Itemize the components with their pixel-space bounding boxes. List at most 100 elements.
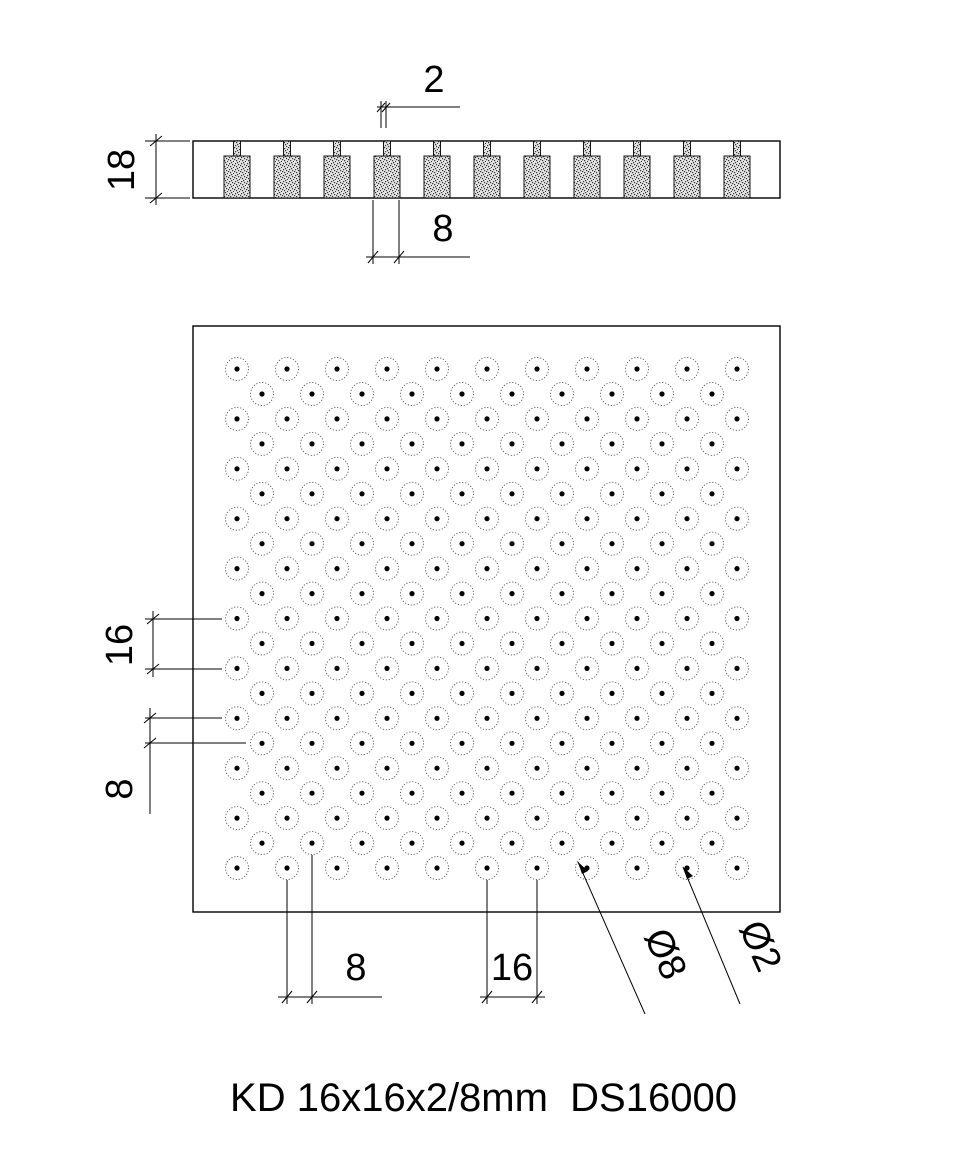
dim-slot-width: 2	[376, 59, 460, 128]
hole	[675, 456, 699, 481]
hole	[225, 706, 249, 731]
hole	[400, 731, 424, 756]
hole	[575, 856, 599, 880]
hole	[400, 681, 424, 706]
hole	[225, 506, 249, 531]
hole	[550, 581, 574, 606]
hole	[375, 806, 399, 831]
hole	[500, 631, 524, 656]
hole	[425, 706, 449, 731]
hole	[475, 656, 499, 681]
hole	[350, 581, 374, 606]
dim-col-half-offset: 8	[278, 855, 382, 1004]
plug	[323, 140, 351, 199]
hole	[675, 357, 699, 381]
hole	[375, 406, 399, 431]
hole	[675, 556, 699, 581]
hole	[475, 806, 499, 831]
hole	[525, 456, 549, 481]
hole	[500, 681, 524, 706]
dim-slot-width-label: 2	[423, 59, 444, 101]
dim-hole-diameter-label: Ø2	[730, 914, 789, 977]
hole	[275, 756, 299, 781]
hole	[600, 531, 624, 556]
hole	[725, 357, 749, 381]
hole	[425, 406, 449, 431]
hole	[650, 531, 674, 556]
hole	[700, 431, 724, 456]
hole	[700, 382, 724, 406]
hole	[725, 706, 749, 731]
hole	[500, 531, 524, 556]
hole	[625, 656, 649, 681]
hole	[550, 731, 574, 756]
hole	[650, 581, 674, 606]
hole	[300, 531, 324, 556]
dim-half-offset-label: 8	[99, 778, 141, 799]
plug	[523, 140, 551, 199]
hole	[325, 506, 349, 531]
dim-row-spacing: 16	[99, 611, 222, 677]
hole	[500, 382, 524, 406]
hole	[625, 406, 649, 431]
hole	[250, 781, 274, 806]
hole	[400, 781, 424, 806]
hole	[275, 506, 299, 531]
hole	[675, 756, 699, 781]
hole	[450, 531, 474, 556]
hole	[550, 531, 574, 556]
hole	[250, 731, 274, 756]
hole	[225, 756, 249, 781]
hole	[525, 506, 549, 531]
hole	[325, 706, 349, 731]
hole	[250, 631, 274, 656]
plug	[673, 140, 701, 199]
hole	[425, 506, 449, 531]
hole	[350, 481, 374, 506]
hole	[300, 831, 324, 856]
hole	[600, 631, 624, 656]
hole	[425, 606, 449, 631]
hole	[450, 481, 474, 506]
hole	[475, 606, 499, 631]
hole	[725, 556, 749, 581]
hole	[675, 656, 699, 681]
hole	[500, 731, 524, 756]
leader-outer-diameter: Ø8	[577, 861, 694, 1015]
hole	[450, 431, 474, 456]
hole	[250, 831, 274, 856]
hole	[600, 382, 624, 406]
hole	[725, 756, 749, 781]
hole	[375, 556, 399, 581]
hole	[225, 856, 249, 880]
hole	[525, 606, 549, 631]
hole	[550, 781, 574, 806]
hole	[475, 456, 499, 481]
hole	[350, 631, 374, 656]
hole	[625, 806, 649, 831]
hole	[700, 581, 724, 606]
hole	[475, 756, 499, 781]
hole	[600, 731, 624, 756]
hole	[650, 631, 674, 656]
hole	[275, 606, 299, 631]
hole	[500, 431, 524, 456]
hole	[375, 606, 399, 631]
hole	[250, 382, 274, 406]
hole	[325, 456, 349, 481]
hole	[425, 357, 449, 381]
hole	[725, 406, 749, 431]
hole	[725, 806, 749, 831]
hole	[525, 406, 549, 431]
hole	[550, 631, 574, 656]
hole	[375, 706, 399, 731]
hole	[575, 706, 599, 731]
hole	[450, 681, 474, 706]
hole	[725, 606, 749, 631]
hole	[700, 631, 724, 656]
hole	[600, 831, 624, 856]
hole	[300, 431, 324, 456]
hole	[600, 581, 624, 606]
hole	[625, 856, 649, 880]
hole	[650, 831, 674, 856]
